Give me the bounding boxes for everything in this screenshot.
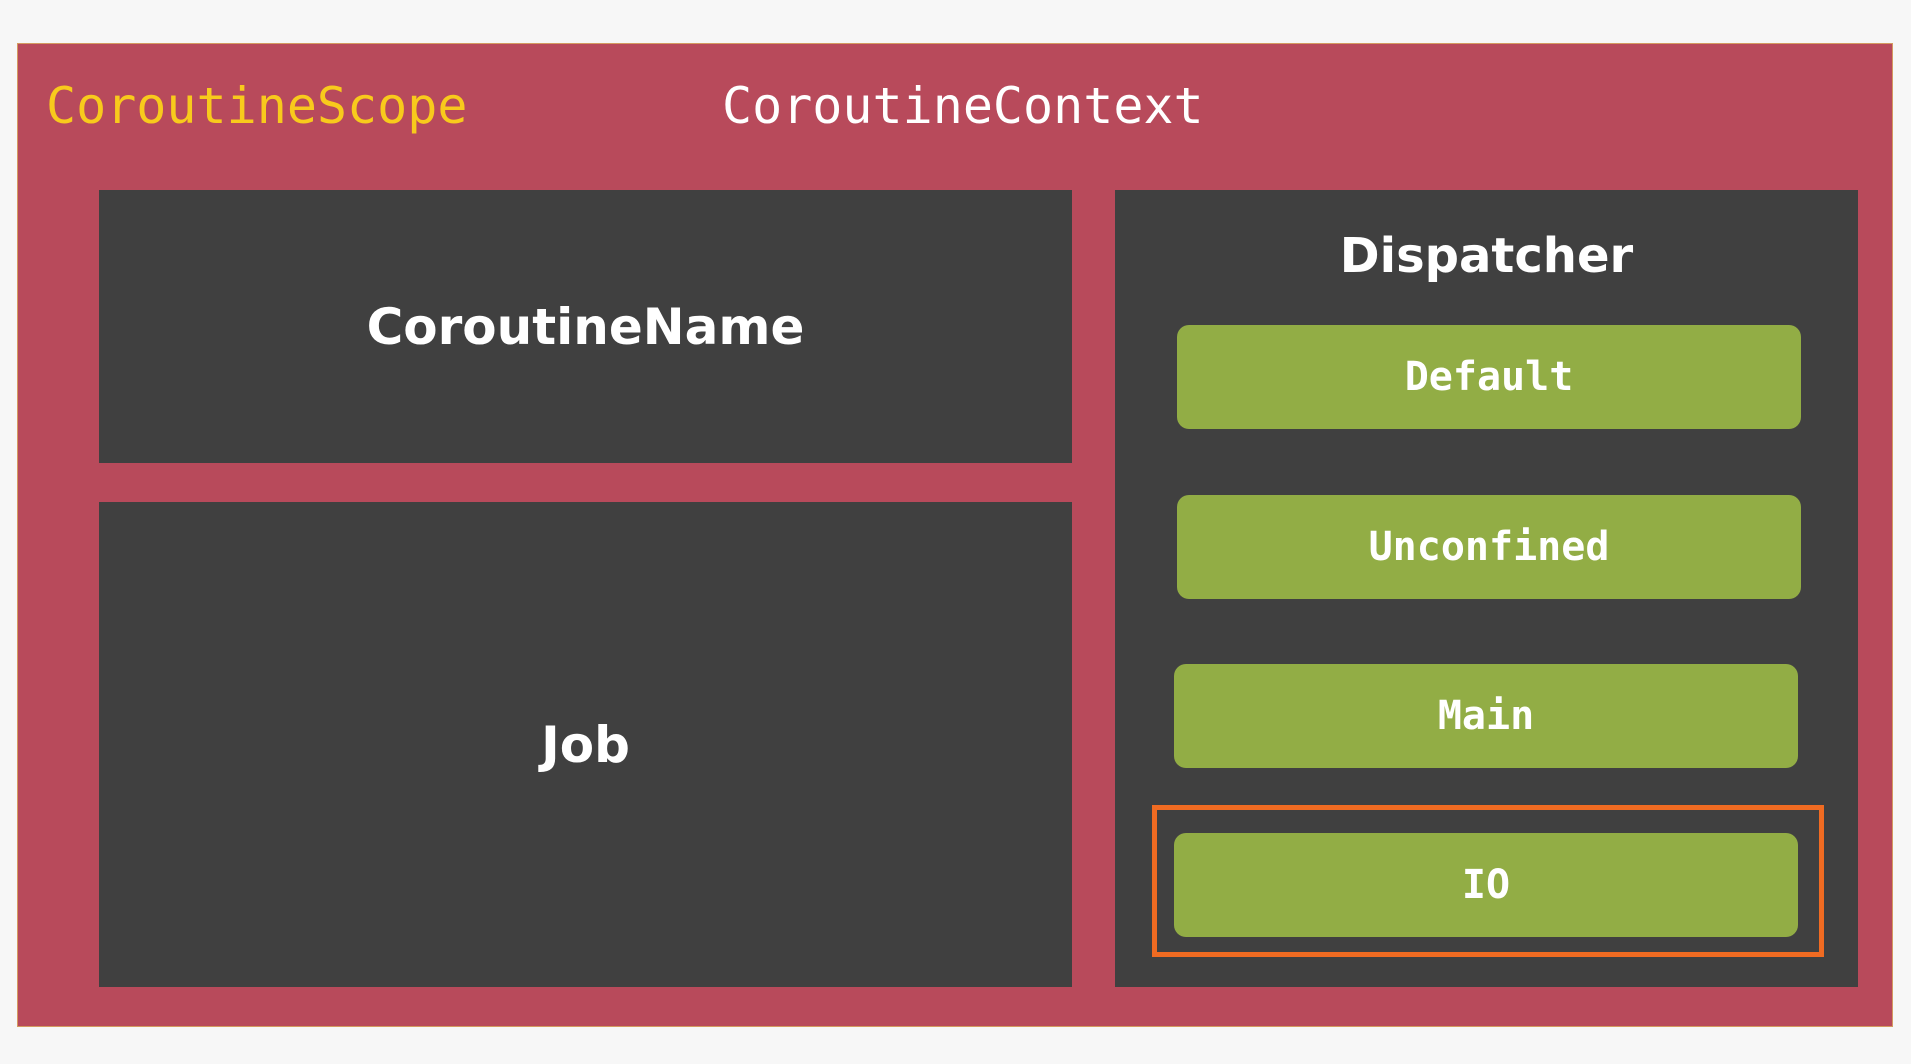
dispatcher-default-item: Default bbox=[1177, 325, 1801, 429]
dispatcher-unconfined-label: Unconfined bbox=[1368, 524, 1610, 570]
dispatcher-list: Default Unconfined Main IO bbox=[1115, 190, 1858, 987]
coroutine-context-title: CoroutineContext bbox=[722, 77, 1204, 135]
dispatcher-default-label: Default bbox=[1404, 354, 1574, 400]
coroutine-name-box: CoroutineName bbox=[99, 190, 1072, 463]
dispatcher-io-item: IO bbox=[1174, 833, 1798, 937]
dispatcher-main-item: Main bbox=[1174, 664, 1798, 768]
dispatcher-box: Dispatcher Default Unconfined Main IO bbox=[1115, 190, 1858, 987]
job-label: Job bbox=[541, 715, 630, 774]
dispatcher-title: Dispatcher bbox=[1339, 228, 1634, 284]
dispatcher-io-label: IO bbox=[1461, 862, 1511, 908]
dispatcher-unconfined-item: Unconfined bbox=[1177, 495, 1801, 599]
coroutine-name-label: CoroutineName bbox=[366, 297, 805, 356]
coroutine-scope-title: CoroutineScope bbox=[46, 77, 468, 135]
job-box: Job bbox=[99, 502, 1072, 987]
dispatcher-main-label: Main bbox=[1437, 693, 1535, 739]
